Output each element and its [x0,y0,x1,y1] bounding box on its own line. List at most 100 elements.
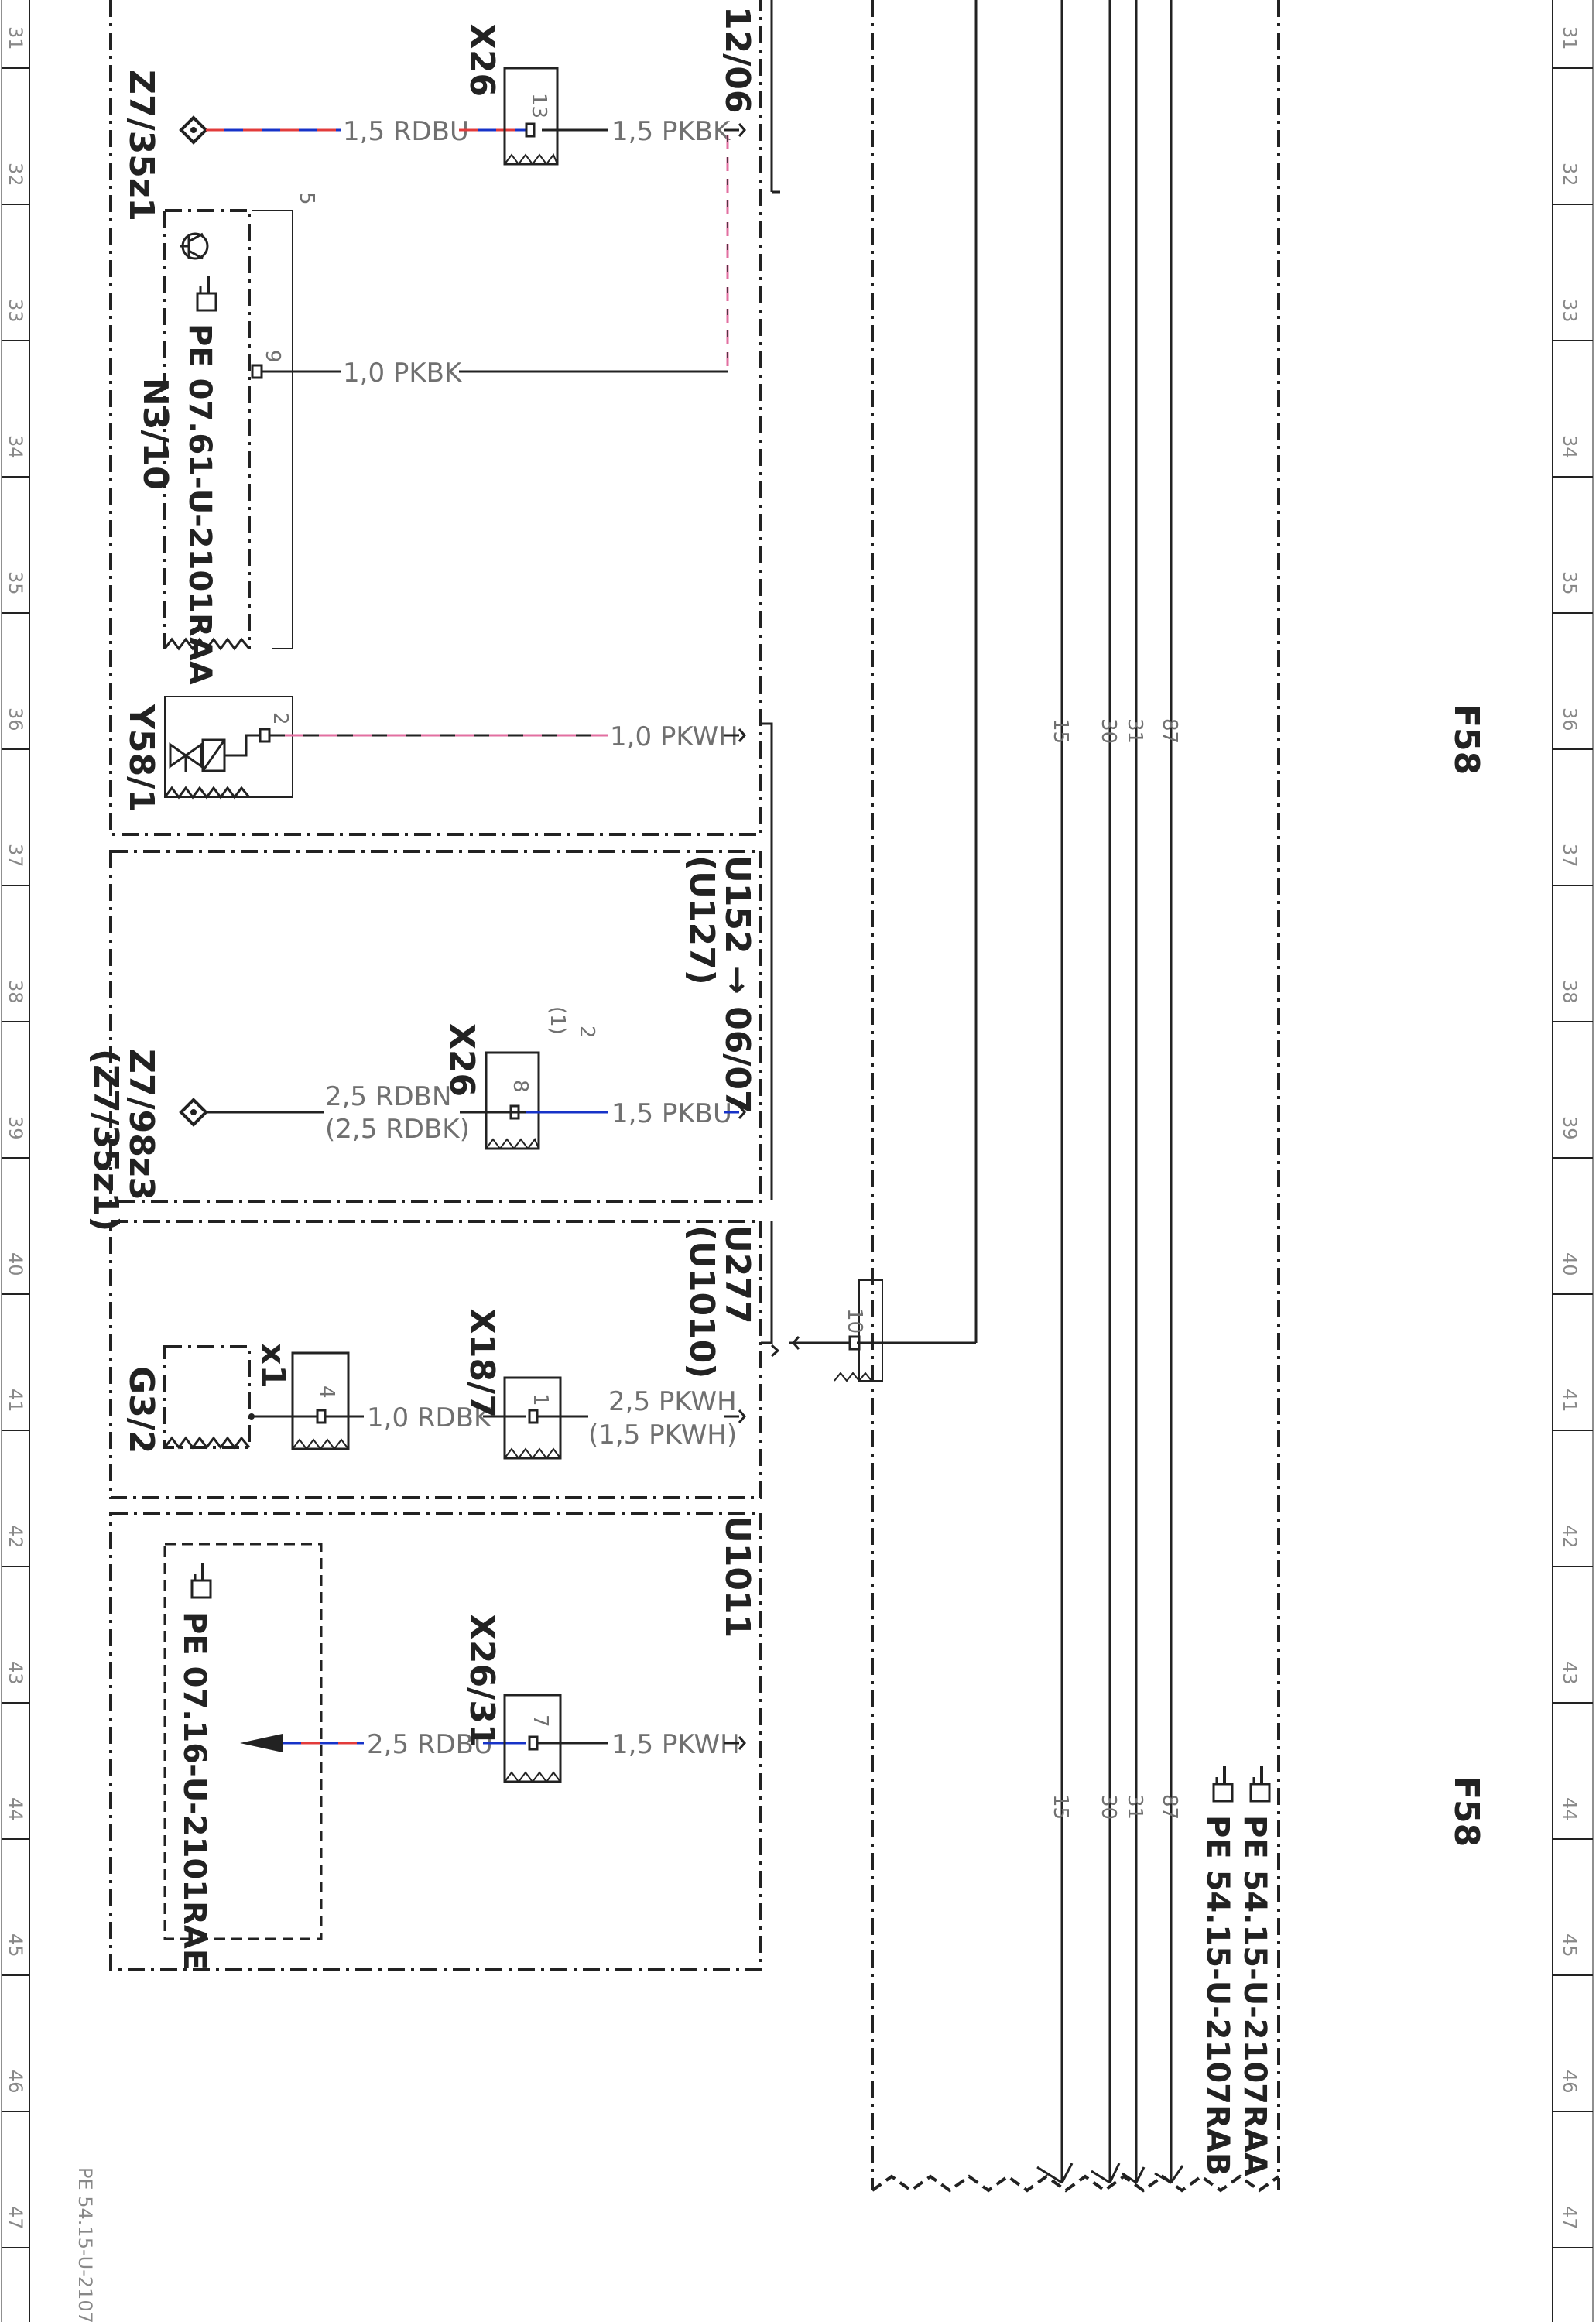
fuse-bus-breaks [1036,2163,1184,2184]
connector-x26-b-label: X26 [442,1023,481,1097]
wire-1-right: 1,5 PKBK [611,116,731,147]
ruler-number-left: 46 [5,2070,26,2094]
row-pe-07-16: PE 07.16-U-2101RAE 2,5 RDBU 7 X26/31 1,5… [163,1543,746,1970]
connector-x18-7: 1 X18/7 [462,1308,562,1460]
row-z7-35z1: Z7/35z1 1,5 RDBU 1,5 PKBK 13 X26 [122,23,746,372]
wire-6-left: 2,5 RDBU [367,1729,493,1760]
variant-u127: (U127) [682,855,721,985]
wire-3: 1,0 PKWH [610,721,738,752]
ruler-number-right: 34 [1559,435,1581,459]
ruler-number-left: 43 [5,1661,26,1685]
y58-1-label: Y58/1 [122,704,161,813]
terminal-87: 87 [1158,718,1181,744]
ruler-number-left: 47 [5,2206,26,2230]
fuse-box-outline [871,0,1280,2190]
n3-pin-5: 5 [295,192,318,205]
ruler-number-right: 43 [1559,1661,1581,1685]
wire-4-left-alt: (2,5 RDBK) [325,1114,470,1145]
terminal-31: 31 [1123,718,1146,744]
ruler-number-right: 45 [1559,1933,1581,1957]
fuse-references: PE 54.15-U-2107RAA PE 54.15-U-2107RAB [1200,1765,1272,2176]
terminal-87: 87 [1158,1794,1181,1820]
right-ruler [1552,0,1594,2322]
ruler-number-right: 39 [1559,1116,1581,1140]
component-n3-10: 5 PE 07.61-U-2101RAA N3/10 9 1,0 PKBK [135,192,728,685]
connector-x26-31-label: X26/31 [462,1614,502,1747]
terminal-labels-upper: 15 30 31 87 [1049,718,1181,744]
n3-pin-9: 9 [261,350,284,363]
terminal-labels-lower: 15 30 31 87 [1049,1794,1181,1820]
wire-2: 1,0 PKBK [343,358,463,389]
ruler-number-left: 41 [5,1389,26,1413]
terminal-30: 30 [1097,718,1120,744]
variant-box-4 [109,1512,762,1971]
ruler-number-right: 32 [1559,163,1581,187]
variant-box-1 [109,0,762,836]
connector-x26-b: 8 X26 2 (1) [442,1006,598,1150]
x1-pin-4: 4 [315,1385,338,1399]
variant-u1010: (U1010) [682,1225,721,1378]
variant-box-2 [109,850,762,1203]
wire-6-right: 1,5 PKWH [611,1729,740,1760]
ruler-number-left: 34 [5,435,26,459]
ruler-number-right: 31 [1559,26,1581,50]
connector-x1: 4 x1 [253,1343,350,1450]
ruler-number-right: 38 [1559,980,1581,1004]
connector-x26-a: 13 X26 [462,23,559,166]
terminal-30: 30 [1097,1794,1120,1820]
wire-5-right-alt: (1,5 PKWH) [588,1420,737,1450]
component-g3-2: G3/2 [122,1345,251,1454]
page-reference: PE 54.15-U-2107 [74,2167,96,2322]
terminal-15: 15 [1049,1794,1072,1820]
ref-2107raa: PE 54.15-U-2107RAA [1237,1815,1272,2176]
variant-u277: U277 [718,1225,757,1324]
terminal-15: 15 [1049,718,1072,744]
connector-x1-label: x1 [253,1343,293,1389]
pin-8: 8 [509,1080,532,1093]
wire-5-left: 1,0 RDBK [367,1402,492,1433]
wire-4-right: 1,5 PKBU [611,1098,732,1129]
ruler-number-right: 36 [1559,707,1581,731]
ruler-number-left: 32 [5,163,26,187]
variant-box-3 [109,1220,762,1499]
ruler-number-left: 39 [5,1116,26,1140]
component-z7-35z1: Z7/35z1 [122,70,161,221]
ruler-number-right: 46 [1559,2070,1581,2094]
ruler-ticks [2,67,1593,2248]
row-z7-98z3: Z7/98z3 (Z7/35z1) 2,5 RDBN (2,5 RDBK) 8 … [86,1006,746,1231]
ruler-number-left: 44 [5,1797,26,1821]
ruler-number-left: 38 [5,980,26,1004]
left-ruler [1,0,30,2322]
junction-pin-10: 10 [789,1279,883,1382]
ruler-number-left: 36 [5,707,26,731]
ruler-number-left: 40 [5,1252,26,1276]
ruler-number-right: 35 [1559,571,1581,595]
solenoid-valve-icon [169,734,260,772]
ruler-number-left: 31 [5,26,26,50]
ruler-number-left: 35 [5,571,26,595]
x18-pin-1: 1 [529,1393,552,1406]
connector-x26-31: 7 X26/31 [462,1614,562,1783]
variant-u152: U152 → 06/07 [718,855,757,1114]
arrow-left-icon [240,1734,283,1752]
ruler-number-right: 33 [1559,299,1581,323]
component-y58-1: 2 Y58/1 1,0 PKWH [122,696,746,813]
terminal-31: 31 [1123,1794,1146,1820]
ruler-number-right: 41 [1559,1389,1581,1413]
ruler-number-right: 44 [1559,1797,1581,1821]
x26-b-note-2: 2 [575,1026,598,1039]
ruler-number-right: 40 [1559,1252,1581,1276]
ref-07-16-label: PE 07.16-U-2101RAE [176,1611,212,1970]
fuse-label-lower: F58 [1447,1776,1486,1847]
ref-box-07-16 [163,1543,323,1940]
variant-u1011: U1011 [718,1515,757,1638]
ruler-number-right: 42 [1559,1525,1581,1549]
transistor-icon [180,232,209,260]
pin-10: 10 [843,1308,866,1334]
x26-b-note-1: (1) [546,1006,569,1035]
ruler-number-left: 42 [5,1525,26,1549]
pin-13: 13 [527,93,550,118]
connector-x18-7-label: X18/7 [462,1308,502,1418]
